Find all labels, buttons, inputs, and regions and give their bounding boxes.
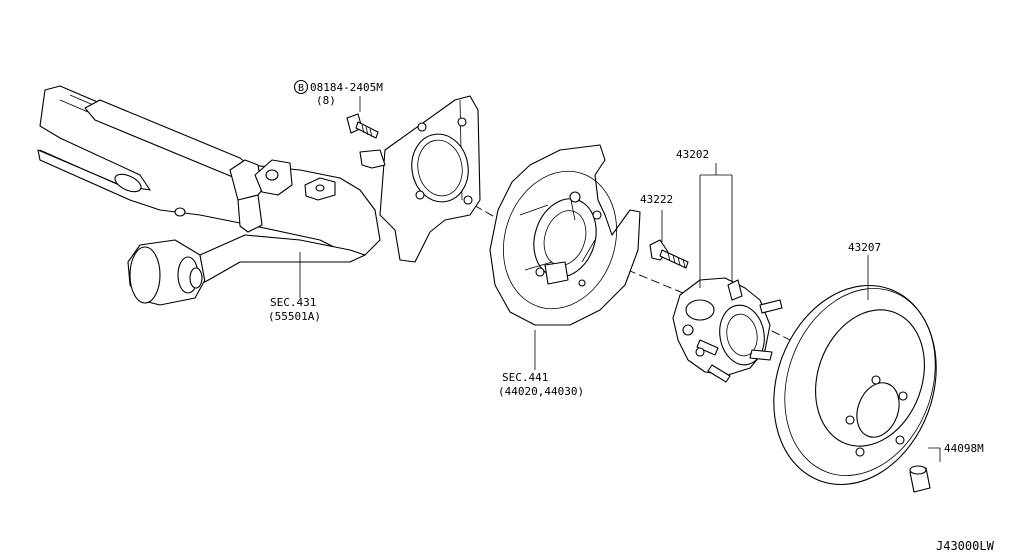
sec431-sub-label: (55501A) (268, 310, 321, 323)
brake-rotor (773, 284, 937, 486)
sec441-sub-label: (44020,44030) (498, 385, 584, 398)
bolt-prefix-symbol: B (298, 83, 304, 94)
hub-assembly-label: 43202 (676, 148, 709, 161)
rear-axle-beam (37, 85, 481, 306)
leader-lines (299, 96, 941, 462)
sec431-label: SEC.431 (270, 296, 316, 309)
diagram-id: J43000LW (936, 539, 995, 553)
bolt-part-number: 08184-2405M (310, 81, 383, 94)
backing-plate (489, 144, 641, 326)
bolt-quantity: (8) (316, 94, 336, 107)
hub-cap (909, 465, 931, 493)
hub-bolt (649, 239, 689, 269)
rotor-label: 43207 (848, 241, 881, 254)
callout-bolt: B 08184-2405M (8) (293, 79, 383, 107)
b-circle-symbol (293, 79, 309, 95)
cap-label: 44098M (944, 442, 984, 455)
sec441-label: SEC.441 (502, 371, 548, 384)
mounting-bolt (346, 113, 379, 139)
hub-bolt-label: 43222 (640, 193, 673, 206)
hub-assembly (672, 277, 783, 383)
